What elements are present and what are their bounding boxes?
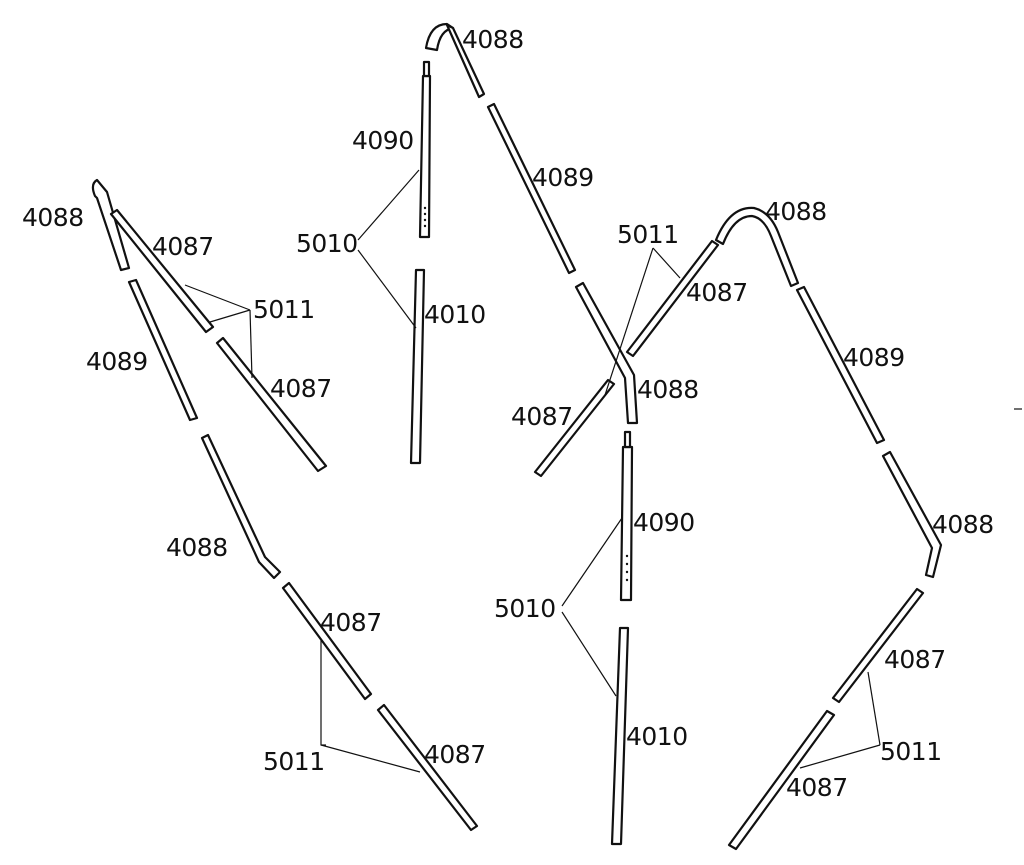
label-4010-center: 4010 bbox=[626, 722, 688, 751]
tube-4088-center-bend bbox=[574, 281, 639, 425]
leader-5011-right bbox=[799, 744, 881, 769]
tube-4088-top-right bbox=[445, 23, 486, 99]
hole bbox=[423, 218, 427, 222]
label-4088-left-lower: 4088 bbox=[166, 533, 228, 562]
label-4088-right-lower: 4088 bbox=[932, 510, 994, 539]
label-5011-left: 5011 bbox=[253, 295, 315, 324]
tube-4088-right-lower bbox=[881, 450, 943, 579]
label-4088-center: 4088 bbox=[637, 375, 699, 404]
leader-5010-center bbox=[561, 517, 623, 607]
label-5011-left-bottom: 5011 bbox=[263, 747, 325, 776]
label-4087-left-lower-b: 4087 bbox=[424, 740, 486, 769]
tube-4090-top-tip bbox=[422, 60, 431, 78]
label-5010-center: 5010 bbox=[494, 594, 556, 623]
label-4087-left-upper: 4087 bbox=[152, 232, 214, 261]
label-4089-left: 4089 bbox=[86, 347, 148, 376]
leader-5010-top bbox=[357, 249, 417, 329]
hole bbox=[625, 578, 629, 582]
hole bbox=[625, 570, 629, 574]
leader-5011-left bbox=[184, 284, 251, 311]
hole bbox=[423, 212, 427, 216]
label-4089-upper: 4089 bbox=[532, 163, 594, 192]
label-4087-right-upper: 4087 bbox=[884, 645, 946, 674]
tube-4087-center-small bbox=[533, 378, 616, 478]
tube-4090-center bbox=[619, 445, 634, 602]
leader-5011-center bbox=[652, 247, 681, 279]
label-4088-top: 4088 bbox=[462, 25, 524, 54]
tube-4087-right-lower bbox=[727, 709, 836, 851]
tube-4087-left-lower-a bbox=[281, 581, 373, 701]
tube-4010-center bbox=[610, 626, 630, 846]
tube-4087-left-upper bbox=[109, 208, 215, 334]
tube-4089-left bbox=[127, 278, 199, 422]
leader-5010-center bbox=[561, 611, 617, 697]
hole bbox=[625, 554, 629, 558]
label-4087-right-lower: 4087 bbox=[786, 773, 848, 802]
hole bbox=[423, 206, 427, 210]
label-4088-right-top: 4088 bbox=[765, 197, 827, 226]
tube-4088-right-hook bbox=[714, 206, 800, 288]
label-4010-top: 4010 bbox=[424, 300, 486, 329]
leader-5011-left bbox=[249, 309, 253, 379]
label-5011-right: 5011 bbox=[880, 737, 942, 766]
tube-4087-center-upper bbox=[625, 239, 720, 358]
label-4087-left-mid: 4087 bbox=[270, 374, 332, 403]
tube-4088-left-hook bbox=[91, 178, 131, 272]
tube-4010-top bbox=[409, 268, 426, 465]
label-5010-top: 5010 bbox=[296, 229, 358, 258]
label-5011-center: 5011 bbox=[617, 220, 679, 249]
label-4088-left: 4088 bbox=[22, 203, 84, 232]
tube-4087-right-upper bbox=[831, 587, 925, 704]
label-4087-left-lower-a: 4087 bbox=[320, 608, 382, 637]
leader-5011-right bbox=[867, 671, 881, 746]
tube-4087-left-lower-b bbox=[376, 703, 479, 832]
tube-4089-upper bbox=[486, 102, 577, 275]
leader-5010-top bbox=[357, 169, 420, 241]
hole bbox=[423, 224, 427, 228]
label-4087-center-upper: 4087 bbox=[686, 278, 748, 307]
hole bbox=[625, 562, 629, 566]
tube-4090-center-tip bbox=[623, 430, 632, 449]
leader-5011-left bbox=[209, 309, 251, 323]
leader-5011-center bbox=[604, 247, 654, 396]
tube-4089-right bbox=[795, 285, 886, 445]
label-4089-right: 4089 bbox=[843, 343, 905, 372]
tube-4087-left-mid bbox=[215, 336, 328, 473]
label-4090-top: 4090 bbox=[352, 126, 414, 155]
tube-4088-left-lower bbox=[200, 433, 282, 580]
label-4090-center: 4090 bbox=[633, 508, 695, 537]
label-4087-center-small: 4087 bbox=[511, 402, 573, 431]
